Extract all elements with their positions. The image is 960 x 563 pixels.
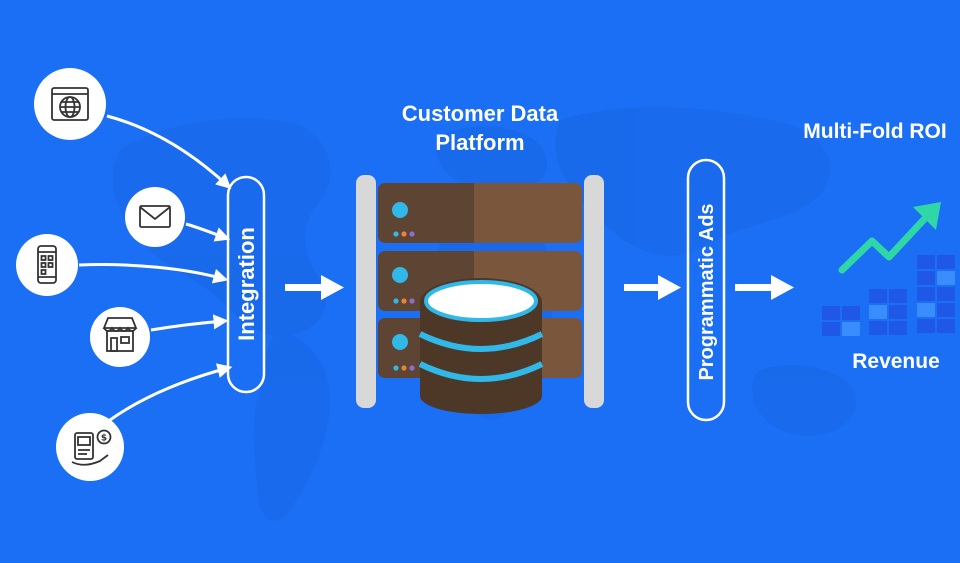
storefront-icon <box>102 317 138 352</box>
rack-rail-left <box>356 175 376 408</box>
revenue-bars <box>822 255 955 336</box>
arrow-to-cdp <box>285 275 344 300</box>
programmatic-pill <box>686 158 726 422</box>
smartphone-apps-icon <box>37 245 57 284</box>
source-store <box>90 307 150 367</box>
source-payment: $ <box>56 413 124 481</box>
connector-mobile <box>78 263 229 284</box>
rack-rail-right <box>584 175 604 408</box>
connector-store <box>150 314 229 332</box>
connector-website <box>106 114 232 190</box>
source-connectors <box>78 114 233 422</box>
programmatic-label: Programmatic Ads <box>696 203 718 380</box>
revenue-growth-icon <box>822 202 955 336</box>
envelope-icon <box>139 205 171 228</box>
connector-email <box>185 222 231 242</box>
connector-payment <box>109 363 233 422</box>
server-rack <box>356 175 604 414</box>
roi-title: Multi-Fold ROI <box>803 120 946 143</box>
cdp-title-line2: Platform <box>435 130 524 155</box>
source-mobile <box>16 234 78 296</box>
pos-payment-icon: $ <box>71 429 112 466</box>
integration-pill <box>226 175 266 394</box>
cdp-title-line1: Customer Data <box>402 101 559 126</box>
arrow-to-programmatic <box>624 275 681 300</box>
revenue-label: Revenue <box>852 350 940 373</box>
globe-browser-icon <box>51 87 89 121</box>
source-website <box>34 68 106 140</box>
trend-arrowhead <box>913 202 941 230</box>
programmatic-block: Programmatic Ads <box>686 158 726 422</box>
server-unit-1 <box>378 183 582 243</box>
integration-label: Integration <box>234 227 259 341</box>
svg-text:$: $ <box>101 434 107 444</box>
trend-line <box>838 209 934 274</box>
source-email <box>125 187 185 247</box>
integration-block: Integration <box>226 175 266 394</box>
arrow-to-outcome <box>735 275 794 300</box>
database-cylinder-icon <box>418 278 544 414</box>
